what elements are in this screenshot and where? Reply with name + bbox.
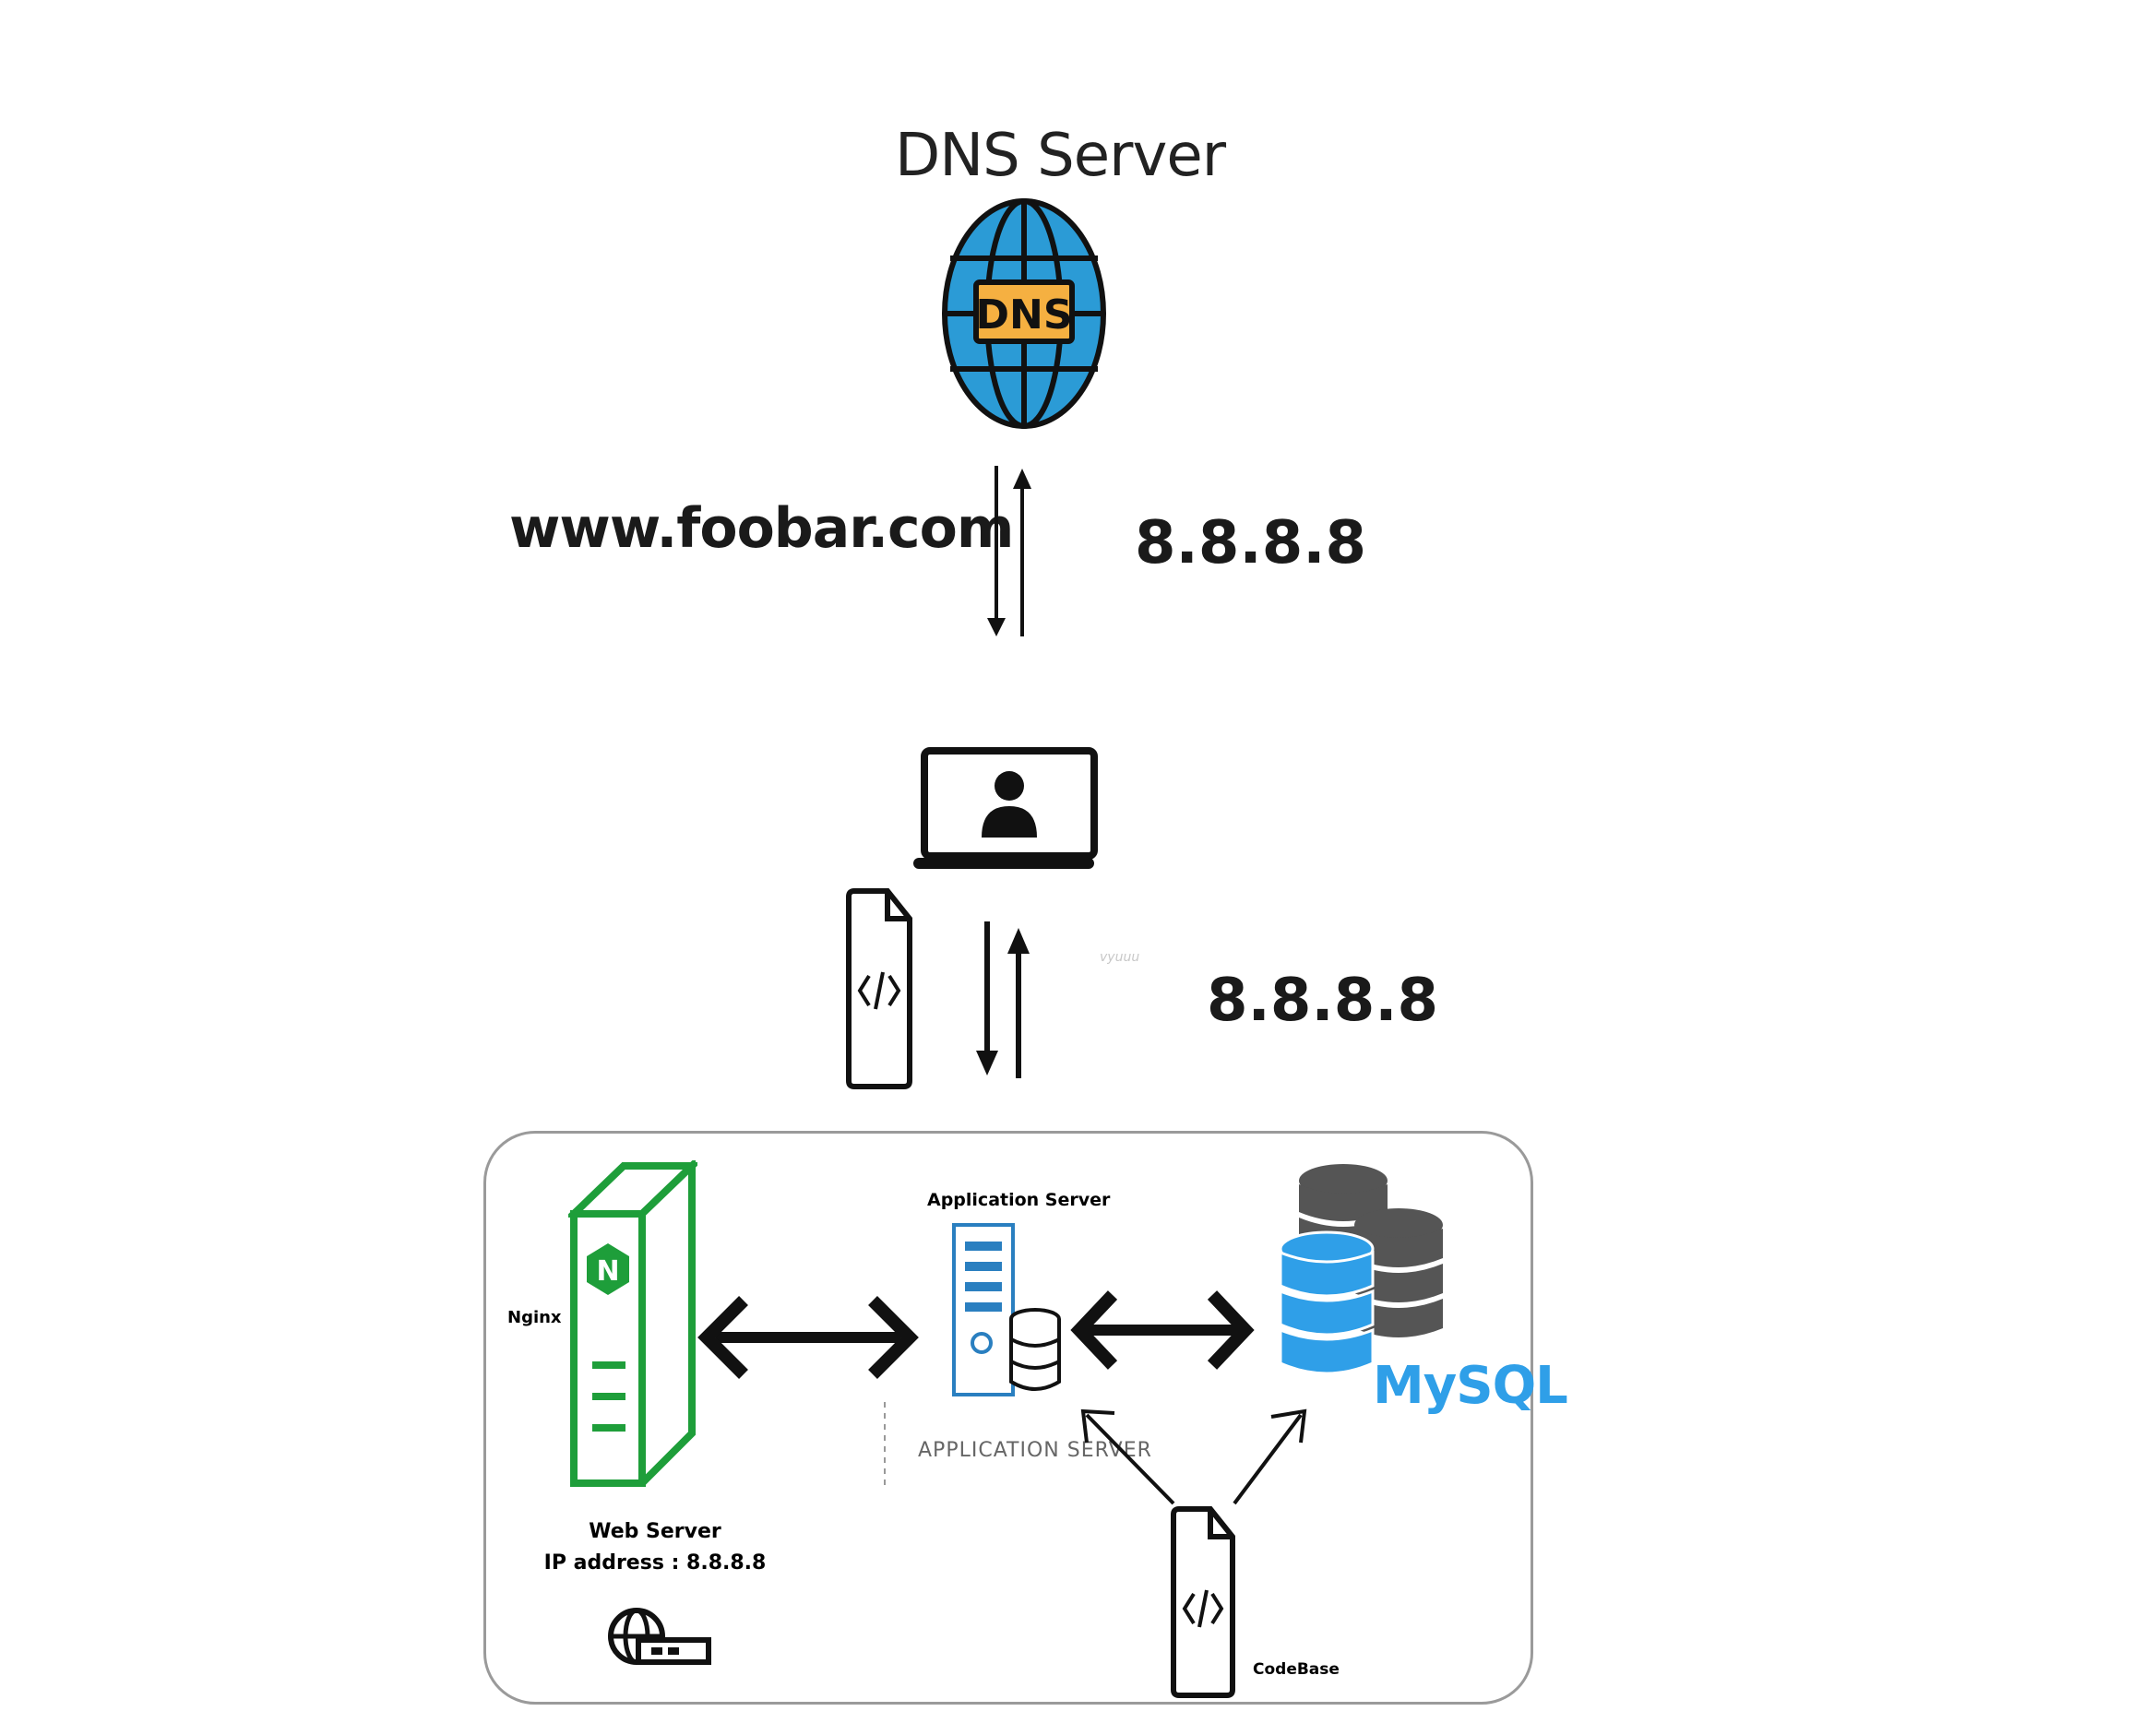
http-request-arrows-icon [976,921,1030,1078]
mysql-database-icon [1279,1164,1443,1375]
web-server-name: Web Server [589,1520,721,1543]
code-file-icon [846,888,912,1089]
domain-name: www.foobar.com [509,496,1014,561]
dns-query-arrows-icon [987,466,1031,636]
codebase-file-icon [1171,1506,1235,1698]
nginx-server-icon: N [568,1160,697,1487]
dns-response-ip: 8.8.8.8 [1135,509,1367,577]
dns-badge-text: DNS [975,291,1072,339]
web-server-ip: IP address : 8.8.8.8 [543,1551,767,1574]
nginx-label: Nginx [507,1308,562,1327]
dns-globe-icon: DNS [942,198,1106,429]
web-network-icon [608,1608,711,1665]
app-server-divider [884,1402,886,1485]
nginx-app-arrow-icon [697,1296,919,1379]
server-ip: 8.8.8.8 [1207,967,1439,1035]
server-infrastructure-box [483,1131,1533,1705]
application-server-title: Application Server [927,1190,1111,1210]
app-db-arrow-icon [1070,1290,1255,1370]
client-laptop-icon [913,747,1098,869]
watermark-text: vyuuu [1100,950,1140,965]
mysql-label: MySQL [1373,1356,1568,1416]
nginx-badge-text: N [596,1255,619,1288]
application-server-icon [952,1223,1061,1396]
codebase-arrows-icon [1080,1408,1307,1505]
codebase-label: CodeBase [1253,1660,1340,1679]
dns-server-title: DNS Server [895,122,1226,190]
